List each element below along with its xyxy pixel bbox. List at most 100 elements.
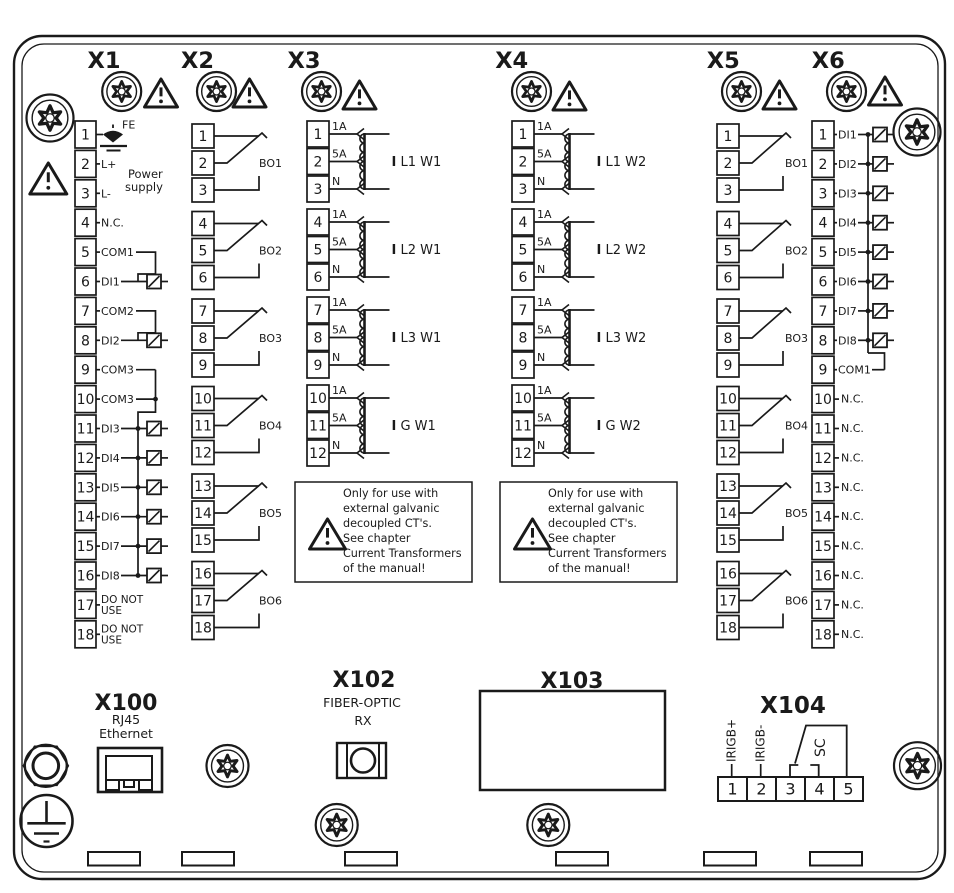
terminal-number: 3: [819, 186, 828, 202]
protective-earth-icon: [19, 793, 74, 849]
relay-contact-symbol: [739, 569, 792, 629]
terminal-label: FE: [122, 119, 135, 132]
ct-chevron: [355, 243, 365, 256]
opto-isolator-icon: [872, 273, 888, 290]
screw-center: [332, 820, 342, 830]
terminal-number: 18: [814, 627, 832, 643]
junction-dot: [135, 455, 141, 461]
torx-screw-icon: [101, 70, 143, 113]
ct-chevron: [355, 127, 365, 141]
contact-no-line: [214, 613, 260, 629]
ct-label-current: I: [597, 243, 602, 258]
rj45-opening: [105, 755, 153, 781]
terminal-number: 13: [77, 480, 95, 496]
ct-chevron: [355, 303, 365, 317]
terminal-number: 11: [719, 419, 737, 435]
mounting-slot: [703, 851, 757, 867]
fo-port: [349, 747, 377, 774]
terminal-label: DI7: [838, 305, 857, 318]
ct-winding: [564, 221, 570, 278]
sc-contact-3: [789, 764, 799, 777]
torx-screw-icon: [205, 743, 250, 789]
torx-screw-icon: [195, 70, 238, 113]
exclamation-dot: [247, 99, 252, 104]
terminal-number: 1: [519, 127, 528, 143]
warning-triangle-icon: [341, 79, 378, 111]
irigb-minus-label: IRIGB-: [754, 725, 768, 762]
relay-contact-symbol: [739, 219, 792, 279]
ct-tap-label: 5A: [537, 324, 552, 337]
contact-blade: [214, 481, 268, 514]
terminal-number: 6: [819, 275, 828, 291]
warning-note-text: decoupled CT's.: [548, 517, 637, 530]
ct-chevron: [560, 331, 570, 344]
terminal-number: 5: [199, 244, 208, 260]
junction-dot: [865, 279, 871, 284]
terminal-label: L-: [101, 187, 111, 200]
exclamation-dot: [357, 101, 362, 106]
screw-inner-ring: [31, 99, 69, 137]
terminal-number: 10: [814, 392, 832, 408]
ct-label: I G W2: [597, 419, 641, 434]
terminal-label: N.C.: [841, 628, 864, 641]
terminal-number: 11: [814, 422, 832, 438]
junction-dot: [135, 426, 141, 431]
terminal-label: N.C.: [841, 422, 864, 435]
triangle-outline: [28, 161, 69, 196]
torx-star: [111, 80, 132, 103]
ct-winding: [359, 309, 365, 366]
bo-label: BO3: [259, 332, 282, 345]
connector-title: X2: [181, 48, 214, 74]
terminal-number: 18: [194, 621, 212, 637]
ct-label-phase: L3 W1: [396, 331, 441, 346]
terminal-number: 5: [81, 245, 90, 261]
ct-tap-label: 5A: [332, 236, 347, 249]
exclamation-dot: [883, 97, 887, 102]
exclamation-dot: [567, 102, 572, 107]
connector-title: X100: [95, 691, 158, 716]
terminal-number: 6: [314, 270, 323, 286]
relay-contact-symbol: [214, 306, 268, 366]
triangle-outline: [308, 517, 347, 551]
ct-tap-label: 5A: [537, 148, 552, 161]
opto-slash: [873, 157, 887, 170]
screw-inner-ring: [725, 75, 758, 108]
terminal-label: COM3: [101, 364, 134, 377]
irigb-plus-label: IRIGB+: [725, 719, 739, 762]
torx-star: [731, 80, 752, 103]
ct-chevron: [560, 358, 570, 372]
terminal-number: 10: [719, 392, 737, 408]
terminal-label: DI8: [838, 334, 857, 347]
terminal-number: 6: [519, 270, 528, 286]
junction-dot: [865, 132, 871, 137]
connector-title: X104: [760, 693, 826, 719]
ct-chevron: [355, 215, 365, 229]
ct-label: I G W1: [392, 419, 436, 434]
terminal-number: 6: [199, 271, 208, 287]
ct-tap-label: N: [332, 439, 340, 452]
jack-nut-hex: [22, 745, 70, 787]
screw-outer-ring: [825, 70, 868, 113]
opto-slash: [873, 128, 887, 141]
rj45-foot-right: [138, 779, 153, 791]
opto-isolator-icon: [146, 332, 162, 349]
opto-isolator-icon: [872, 244, 888, 261]
terminal-label: DI4: [838, 217, 857, 230]
screw-outer-ring: [892, 107, 942, 157]
opto-slash: [147, 451, 161, 464]
contact-no-line: [739, 613, 784, 629]
ct-chevron: [355, 446, 365, 460]
ct-winding: [359, 133, 365, 190]
terminal-number: 14: [194, 506, 212, 522]
opto-isolator-icon: [872, 155, 888, 172]
fiber-optic-rx-icon: [335, 741, 388, 780]
screw-center: [543, 820, 553, 830]
triangle-outline: [513, 517, 552, 551]
junction-dot: [865, 337, 871, 343]
junction-dot: [135, 543, 141, 549]
torx-screw-icon: [314, 802, 359, 848]
terminal-label: DI1: [838, 129, 857, 142]
warning-note-text: Only for use with: [548, 487, 643, 500]
terminal-label: N.C.: [101, 217, 124, 230]
contact-blade: [214, 394, 268, 427]
